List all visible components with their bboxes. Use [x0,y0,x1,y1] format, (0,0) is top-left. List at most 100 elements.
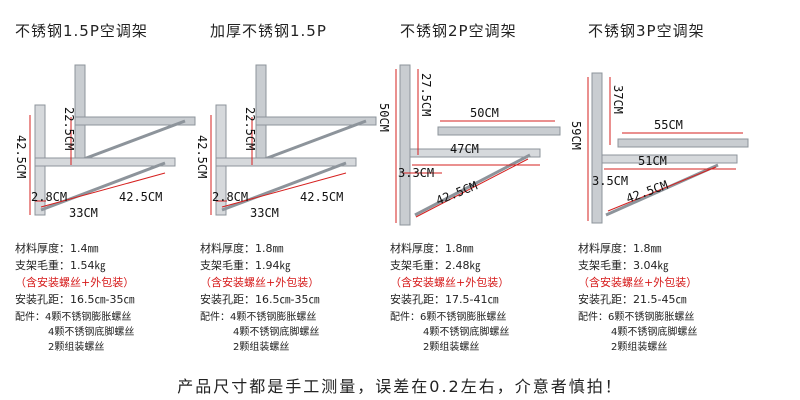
dim-label: 42.5CM [624,178,670,206]
product-card-4: 不锈钢3P空调架 37CM 59CM 55CM 51CM 3.5CM [569,0,773,365]
dim-label: 42.5CM [300,190,343,204]
bracket-drawing: 22.5CM 42.5CM 2.8CM 33CM 42.5CM [14,55,210,235]
accessory-item: 4颗不锈钢底脚螺丝 [611,327,698,338]
measurement-disclaimer: 产品尺寸都是手工测量，误差在0.2左右，介意者慎拍！ [177,377,623,396]
spec-value: 1.94㎏ [255,259,291,272]
spec-value: 1.4㎜ [70,242,99,255]
package-note: （含安装螺丝+外包装） [200,276,320,289]
spec-weight: 支架毛重：3.04㎏ [578,257,697,274]
bracket-drawing: 37CM 59CM 55CM 51CM 3.5CM 42.5CM [569,55,773,235]
package-note: （含安装螺丝+外包装） [578,276,698,289]
accessory-item: 4颗不锈钢底脚螺丝 [48,327,135,338]
accessory-item: 配件：4颗不锈钢膨胀螺丝 [15,312,132,323]
dim-label: 55CM [654,118,683,132]
accessory-item: 4颗不锈钢底脚螺丝 [423,327,510,338]
spec-label: 材料厚度： [578,242,633,255]
spec-value: 1.8㎜ [633,242,662,255]
spec-label: 安装孔距： [578,293,633,306]
dim-label: 47CM [450,142,479,156]
dim-label: 27.5CM [419,73,433,116]
spec-label: 支架毛重： [390,259,445,272]
spec-value: 16.5㎝-35㎝ [70,293,135,306]
dimension-lines [587,77,743,221]
accessory-item: 配件：6颗不锈钢膨胀螺丝 [578,312,695,323]
dim-label: 22.5CM [62,107,76,150]
spec-thickness: 材料厚度：1.8㎜ [578,240,697,257]
bracket-back [399,64,561,226]
spec-label: 材料厚度： [15,242,70,255]
spec-value: 1.8㎜ [255,242,284,255]
dim-label: 3.3CM [398,166,434,180]
bracket-illustration: 27.5CM 50CM 50CM 47CM 3.3CM 42.5CM [377,64,561,226]
spec-thickness: 材料厚度：1.8㎜ [390,240,509,257]
accessory-item: 2颗组装螺丝 [233,342,290,353]
dim-label: 3.5CM [592,174,628,188]
dim-label: 51CM [638,154,667,168]
bracket-back [74,64,196,166]
spec-weight: 支架毛重：1.94㎏ [200,257,319,274]
dim-label: 33CM [250,206,279,220]
spec-label: 支架毛重： [15,259,70,272]
dimension-lines [395,69,555,223]
accessory-list: 配件：6颗不锈钢膨胀螺丝 4颗不锈钢底脚螺丝 2颗组装螺丝 [578,310,697,355]
spec-value: 1.8㎜ [445,242,474,255]
spec-hole-spacing: 安装孔距：21.5-45㎝ [578,291,697,308]
dim-label: 59CM [569,121,583,150]
dim-label: 2.8CM [31,190,67,204]
accessory-item: 2颗组装螺丝 [423,342,480,353]
bracket-illustration: 22.5CM 42.5CM 2.8CM 33CM 42.5CM [14,64,196,220]
product-card-3: 不锈钢2P空调架 27.5CM 50CM 50CM 47CM [377,0,585,365]
spec-weight: 支架毛重：2.48㎏ [390,257,509,274]
spec-label: 材料厚度： [200,242,255,255]
spec-weight: 支架毛重：1.54㎏ [15,257,134,274]
accessory-item: 2颗组装螺丝 [611,342,668,353]
accessory-label: 配件： [15,312,45,323]
dim-label: 50CM [377,103,391,132]
accessory-label: 配件： [200,312,230,323]
dim-label: 42.5CM [119,190,162,204]
product-card-1: 不锈钢1.5P空调架 22.5CM 42.5CM [14,0,210,365]
bracket-back [591,72,749,224]
accessory-item: 配件：6颗不锈钢膨胀螺丝 [390,312,507,323]
bracket-front [34,104,176,216]
spec-list: 材料厚度：1.4㎜ 支架毛重：1.54㎏ （含安装螺丝+外包装） 安装孔距：16… [15,240,134,355]
dim-label: 37CM [611,85,625,114]
bracket-back [255,64,377,166]
product-title: 不锈钢1.5P空调架 [15,22,148,40]
package-note: （含安装螺丝+外包装） [15,276,135,289]
bracket-illustration: 22.5CM 42.5CM 2.8CM 33CM 42.5CM [195,64,377,220]
spec-value: 1.54㎏ [70,259,106,272]
spec-hole-spacing: 安装孔距：16.5㎝-35㎝ [200,291,319,308]
spec-list: 材料厚度：1.8㎜ 支架毛重：3.04㎏ （含安装螺丝+外包装） 安装孔距：21… [578,240,697,355]
accessory-list: 配件：6颗不锈钢膨胀螺丝 4颗不锈钢底脚螺丝 2颗组装螺丝 [390,310,509,355]
dimension-lines [210,115,347,215]
spec-label: 支架毛重： [200,259,255,272]
accessory-list: 配件：4颗不锈钢膨胀螺丝 4颗不锈钢底脚螺丝 2颗组装螺丝 [200,310,319,355]
spec-thickness: 材料厚度：1.8㎜ [200,240,319,257]
accessory-label: 配件： [390,312,420,323]
bracket-illustration: 37CM 59CM 55CM 51CM 3.5CM 42.5CM [569,72,749,224]
accessory-list: 配件：4颗不锈钢膨胀螺丝 4颗不锈钢底脚螺丝 2颗组装螺丝 [15,310,134,355]
accessory-item: 4颗不锈钢底脚螺丝 [233,327,320,338]
spec-value: 16.5㎝-35㎝ [255,293,320,306]
product-title: 不锈钢3P空调架 [588,22,705,40]
spec-hole-spacing: 安装孔距：16.5㎝-35㎝ [15,291,134,308]
product-card-2: 加厚不锈钢1.5P 22.5CM 42.5CM 2.8CM 33CM [195,0,395,365]
bracket-front [215,104,357,216]
dim-label: 2.8CM [212,190,248,204]
dim-label: 42.5CM [195,135,209,178]
spec-label: 安装孔距： [200,293,255,306]
dim-label: 42.5CM [14,135,28,178]
spec-label: 支架毛重： [578,259,633,272]
accessory-item: 2颗组装螺丝 [48,342,105,353]
product-title: 加厚不锈钢1.5P [210,22,327,40]
spec-thickness: 材料厚度：1.4㎜ [15,240,134,257]
bracket-drawing: 27.5CM 50CM 50CM 47CM 3.3CM 42.5CM [377,55,585,235]
dim-label: 33CM [69,206,98,220]
spec-value: 17.5-41㎝ [445,293,499,306]
accessory-item: 配件：4颗不锈钢膨胀螺丝 [200,312,317,323]
dim-label: 50CM [470,106,499,120]
bracket-drawing: 22.5CM 42.5CM 2.8CM 33CM 42.5CM [195,55,395,235]
spec-label: 材料厚度： [390,242,445,255]
spec-hole-spacing: 安装孔距：17.5-41㎝ [390,291,509,308]
